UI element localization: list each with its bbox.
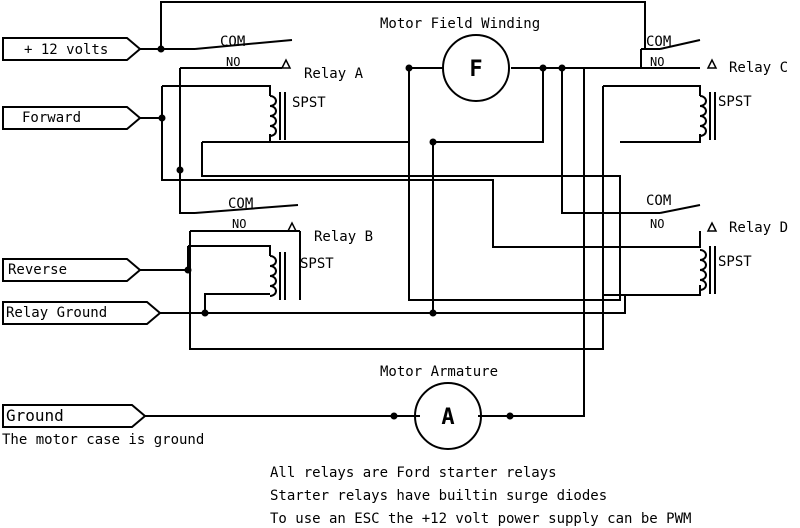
relay-d-com: COM <box>646 193 671 209</box>
relay-a-coil-icon <box>269 91 286 141</box>
note-3: To use an ESC the +12 volt power supply … <box>270 511 691 527</box>
forward-label: Forward <box>22 110 81 126</box>
reverse-label: Reverse <box>8 262 67 278</box>
relay-b-coil: SPST <box>300 256 334 272</box>
plus-12-volts-label: + 12 volts <box>24 42 108 58</box>
relay-b-no: NO <box>232 217 246 231</box>
contact-terminals <box>280 58 718 232</box>
input-tags <box>2 37 162 428</box>
relay-a-name: Relay A <box>304 66 364 82</box>
note-1: All relays are Ford starter relays <box>270 465 557 481</box>
armature-icon <box>414 382 482 450</box>
junction-dots <box>157 45 566 420</box>
note-2: Starter relays have builtin surge diodes <box>270 488 607 504</box>
relay-d-no: NO <box>650 217 664 231</box>
relay-a-com: COM <box>220 34 245 50</box>
field-winding-icon <box>442 34 510 102</box>
armature-symbol: A <box>441 405 454 430</box>
field-symbol: F <box>469 57 482 82</box>
armature-title: Motor Armature <box>380 364 498 380</box>
relay-d-coil: SPST <box>718 254 752 270</box>
wires <box>140 1 701 417</box>
relay-a-coil: SPST <box>292 95 326 111</box>
case-note: The motor case is ground <box>2 432 204 448</box>
relay-d-coil-icon <box>699 245 716 295</box>
relay-c-name: Relay C <box>729 60 788 76</box>
relay-ground-label: Relay Ground <box>6 305 107 321</box>
relay-b-coil-icon <box>269 251 286 301</box>
ground-label: Ground <box>6 406 64 425</box>
relay-d-name: Relay D <box>729 220 788 236</box>
relay-b-name: Relay B <box>314 229 373 245</box>
relay-c-no: NO <box>650 55 664 69</box>
relay-a-no: NO <box>226 55 240 69</box>
field-title: Motor Field Winding <box>380 16 540 32</box>
relay-c-coil-icon <box>699 91 716 141</box>
relay-b-com: COM <box>228 196 253 212</box>
relay-c-com: COM <box>646 34 671 50</box>
relay-c-coil: SPST <box>718 94 752 110</box>
